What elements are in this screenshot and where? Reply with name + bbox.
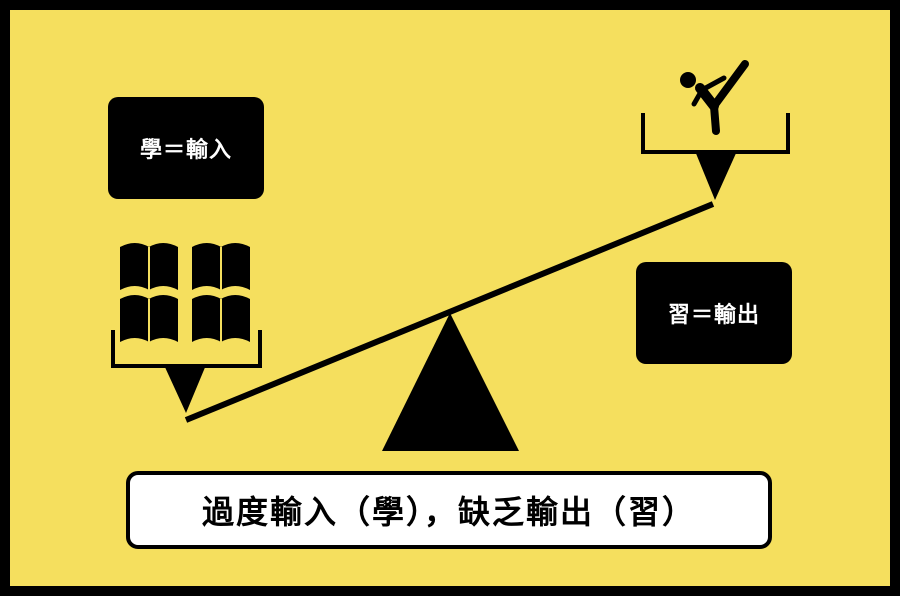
- seesaw-beam: [184, 201, 715, 423]
- right-pan: [641, 60, 790, 200]
- learn-equals-input-label: 學＝輸入: [108, 97, 264, 199]
- right-pan-pointer: [695, 151, 737, 200]
- kicking-person-icon: [680, 60, 749, 135]
- practice-equals-output-label: 習＝輸出: [636, 262, 792, 364]
- left-pan: [111, 243, 262, 413]
- stacked-books-icon: [120, 243, 250, 342]
- left-pan-pointer: [164, 365, 206, 413]
- caption-banner: 過度輸入（學），缺乏輸出（習）: [126, 471, 772, 549]
- fulcrum-triangle: [382, 313, 519, 451]
